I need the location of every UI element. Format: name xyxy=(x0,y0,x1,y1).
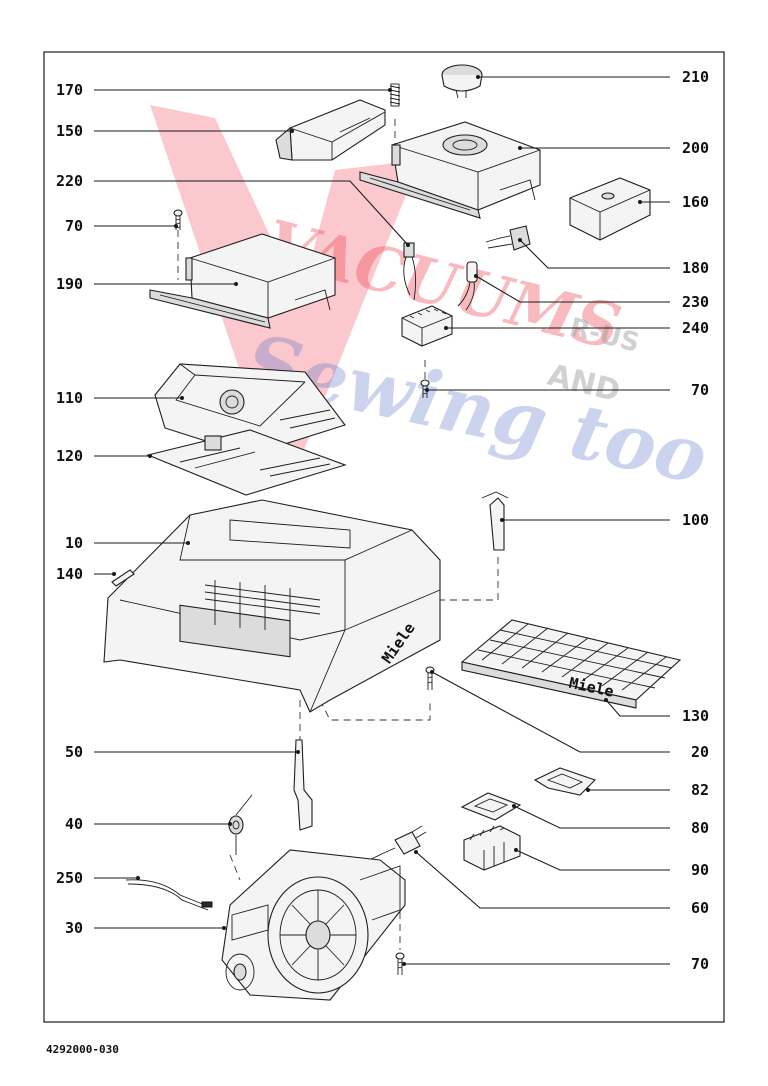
callout-250: 250 xyxy=(56,869,83,887)
callout-50: 50 xyxy=(65,743,83,761)
callout-70-c: 70 xyxy=(691,955,709,973)
callout-180: 180 xyxy=(682,259,709,277)
part-220-connector xyxy=(403,242,417,301)
callout-190: 190 xyxy=(56,275,83,293)
part-140-pin xyxy=(111,569,135,587)
callout-10: 10 xyxy=(65,534,83,552)
callout-160: 160 xyxy=(682,193,709,211)
callout-60: 60 xyxy=(691,899,709,917)
part-190-housing xyxy=(149,233,336,329)
part-240-terminal-block xyxy=(401,305,453,347)
part-50-lever xyxy=(293,739,313,831)
callout-110: 110 xyxy=(56,389,83,407)
part-130-hepa-filter: Miele xyxy=(460,619,682,709)
callout-82: 82 xyxy=(691,781,709,799)
callout-20: 20 xyxy=(691,743,709,761)
part-82-bracket xyxy=(533,767,597,796)
part-100-clip xyxy=(481,491,509,551)
drawing-frame xyxy=(43,51,725,1023)
part-80-frame xyxy=(460,792,522,821)
callout-80: 80 xyxy=(691,819,709,837)
callout-70-b: 70 xyxy=(691,381,709,399)
callout-150: 150 xyxy=(56,122,83,140)
callout-130: 130 xyxy=(682,707,709,725)
part-10-main-body: Miele xyxy=(103,499,441,713)
callout-140: 140 xyxy=(56,565,83,583)
part-40-washer xyxy=(228,794,253,855)
part-160-side-cap xyxy=(569,177,651,241)
callout-120: 120 xyxy=(56,447,83,465)
part-110-filter-cover xyxy=(154,363,346,456)
callout-240: 240 xyxy=(682,319,709,337)
leader-lines xyxy=(94,75,670,966)
callout-200: 200 xyxy=(682,139,709,157)
part-180-switch xyxy=(485,225,531,251)
callout-170: 170 xyxy=(56,81,83,99)
parts: Miele Miele xyxy=(103,64,682,1001)
assembly-lines xyxy=(177,118,499,950)
part-250-wires xyxy=(125,879,213,911)
callout-230: 230 xyxy=(682,293,709,311)
callout-70-a: 70 xyxy=(65,217,83,235)
callout-220: 220 xyxy=(56,172,83,190)
callout-labels: 170 150 220 70 190 110 120 10 140 50 40 … xyxy=(56,68,709,973)
part-210-knob xyxy=(441,64,483,99)
part-30-cord-reel xyxy=(221,849,406,1001)
part-120-filter-grid xyxy=(146,429,347,496)
callout-210: 210 xyxy=(682,68,709,86)
callout-40: 40 xyxy=(65,815,83,833)
callout-100: 100 xyxy=(682,511,709,529)
callout-90: 90 xyxy=(691,861,709,879)
part-70-screw-c xyxy=(395,952,405,975)
document-number: 4292000-030 xyxy=(46,1043,119,1056)
callout-30: 30 xyxy=(65,919,83,937)
part-60-cord-plug xyxy=(349,825,427,871)
part-90-terminal xyxy=(463,825,521,871)
part-150-cover xyxy=(275,99,386,161)
part-200-top-housing xyxy=(359,121,541,219)
part-170-spring xyxy=(389,83,401,107)
part-70-screw-a xyxy=(173,209,183,230)
